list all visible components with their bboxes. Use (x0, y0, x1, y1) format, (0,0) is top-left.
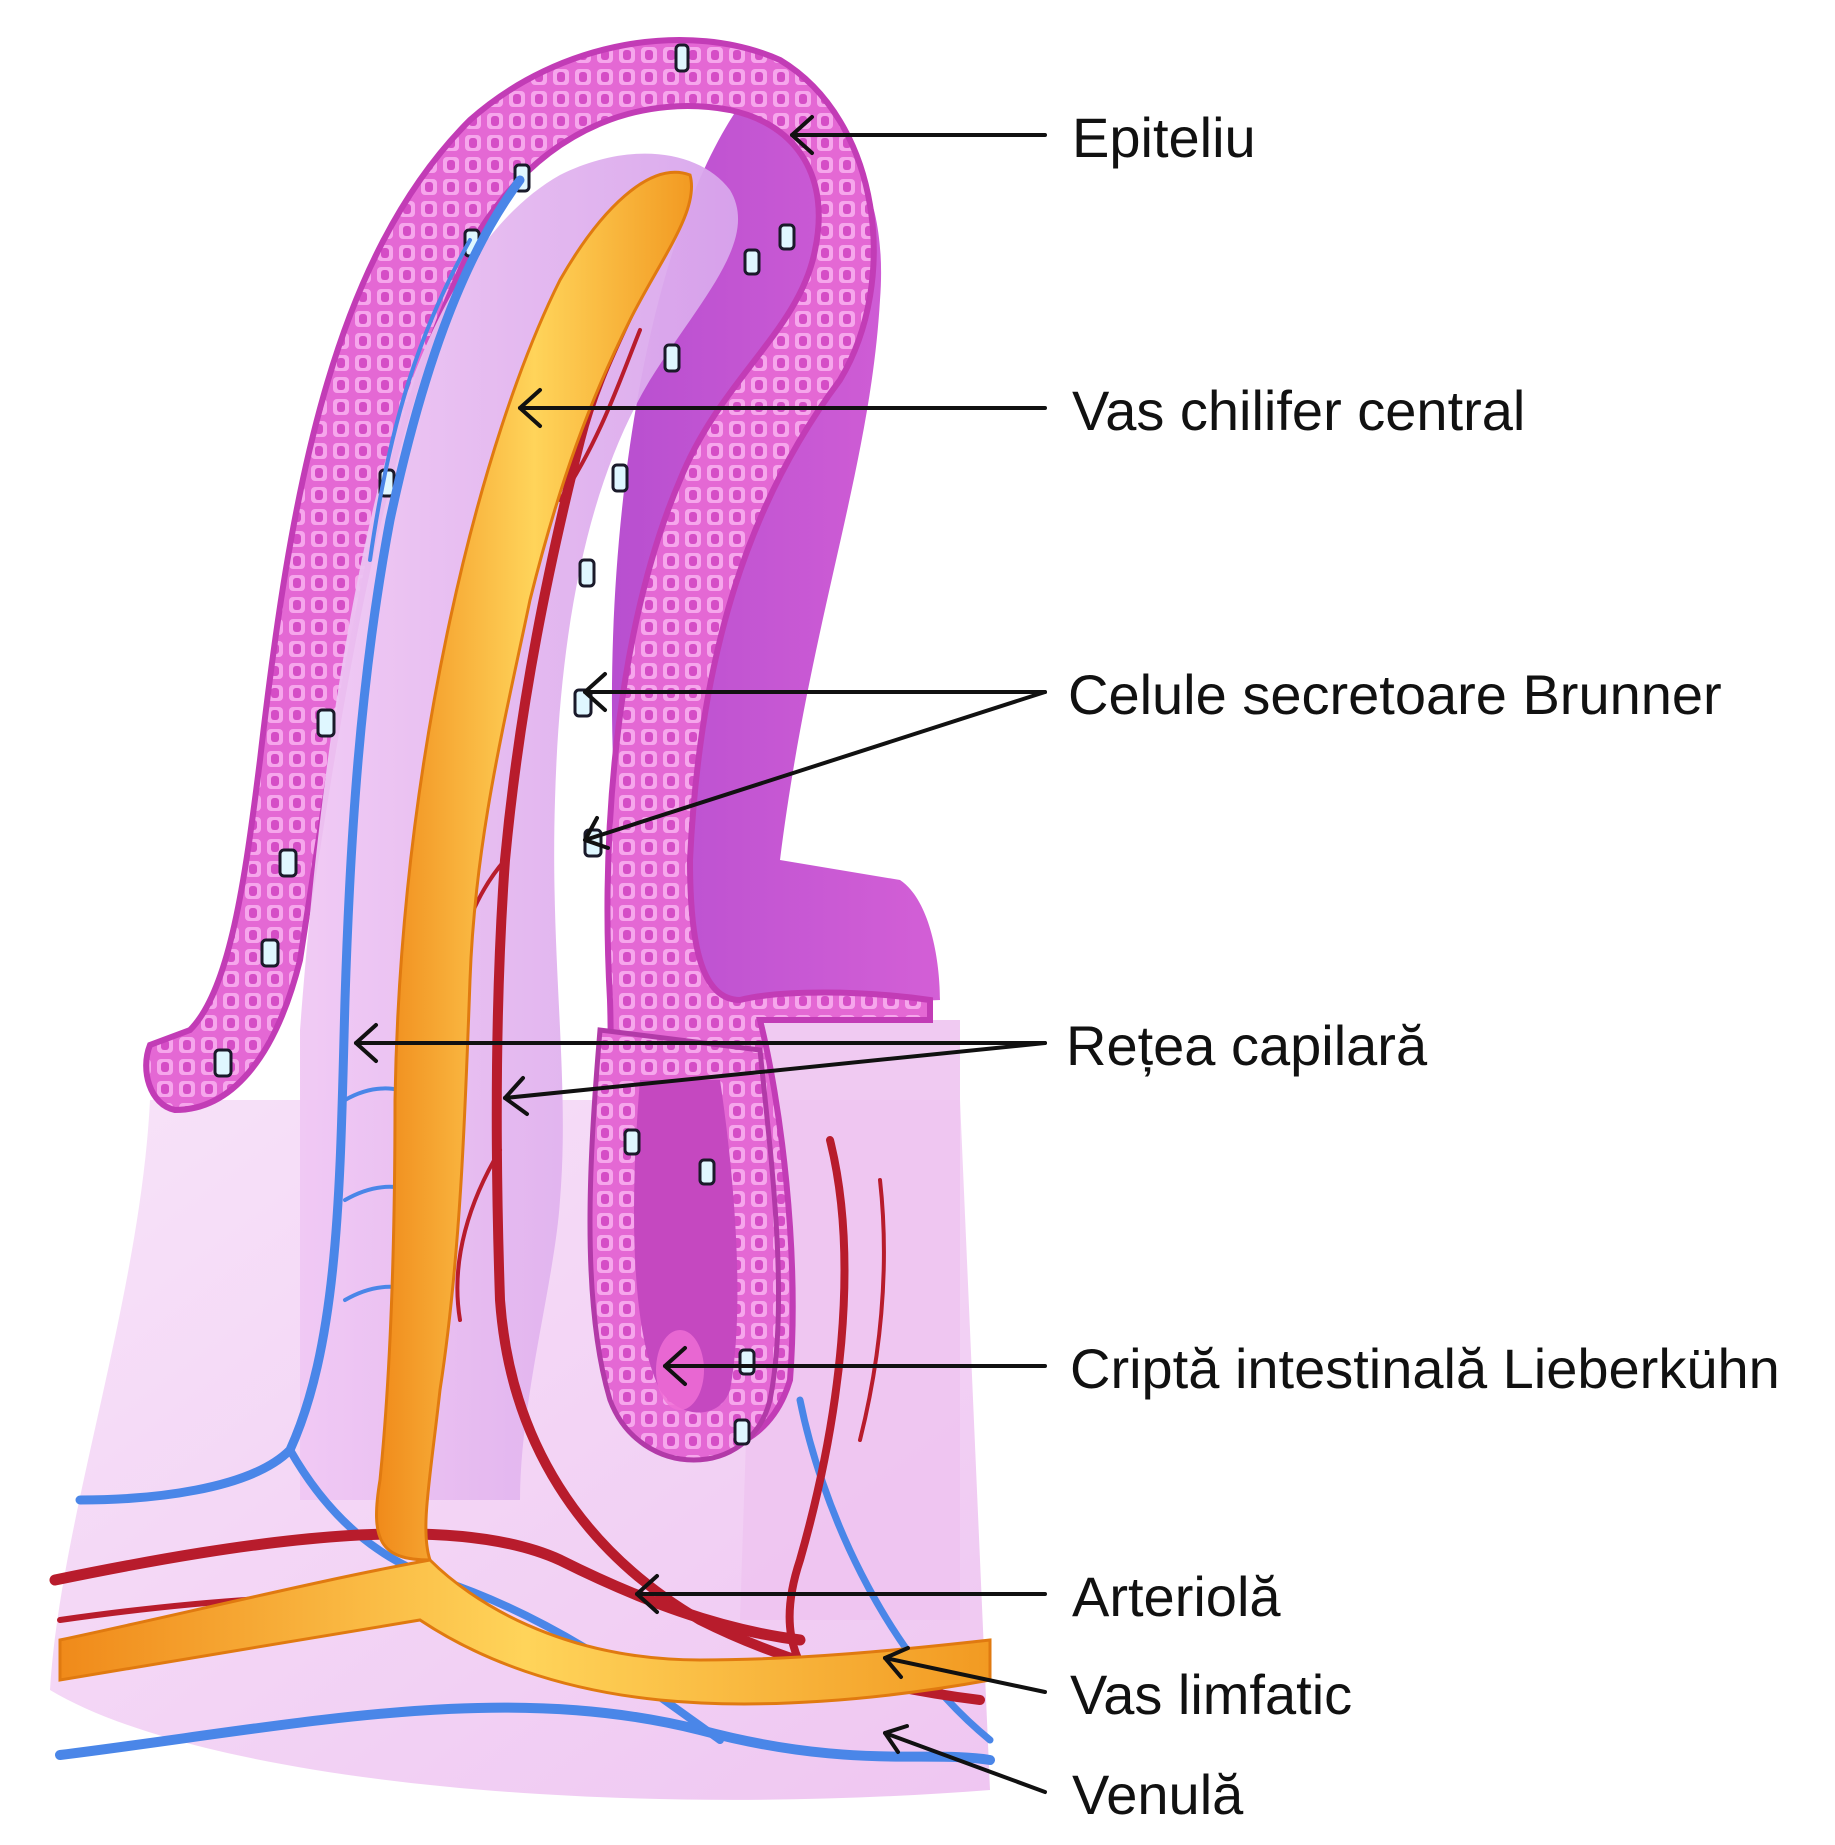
pointer-vas-limfatic (883, 1646, 1047, 1694)
lieberkuhn-crypt (587, 1027, 782, 1463)
pointer-retea-capilara (354, 1023, 1047, 1116)
pointer-vas-chilifer (518, 388, 1047, 428)
pointer-epiteliu (790, 115, 1047, 155)
label-retea-capilara: Rețea capilară (1066, 1014, 1428, 1077)
pointer-cripta (663, 1346, 1047, 1386)
label-epiteliu: Epiteliu (1072, 106, 1256, 169)
label-venula: Venulă (1072, 1763, 1244, 1826)
label-celule-secretoare-brunner: Celule secretoare Brunner (1068, 663, 1722, 726)
pointer-venula (883, 1724, 1047, 1794)
central-lacteal (58, 170, 992, 1706)
pointer-arteriola (635, 1574, 1047, 1614)
label-arteriola: Arteriolă (1072, 1565, 1281, 1628)
label-vas-chilifer-central: Vas chilifer central (1072, 379, 1526, 442)
label-cripta-lieberkuhn: Criptă intestinală Lieberkühn (1070, 1337, 1780, 1400)
label-vas-limfatic: Vas limfatic (1070, 1663, 1353, 1726)
leader-lines (354, 115, 1047, 1794)
pointer-celule-brunner (583, 672, 1047, 850)
